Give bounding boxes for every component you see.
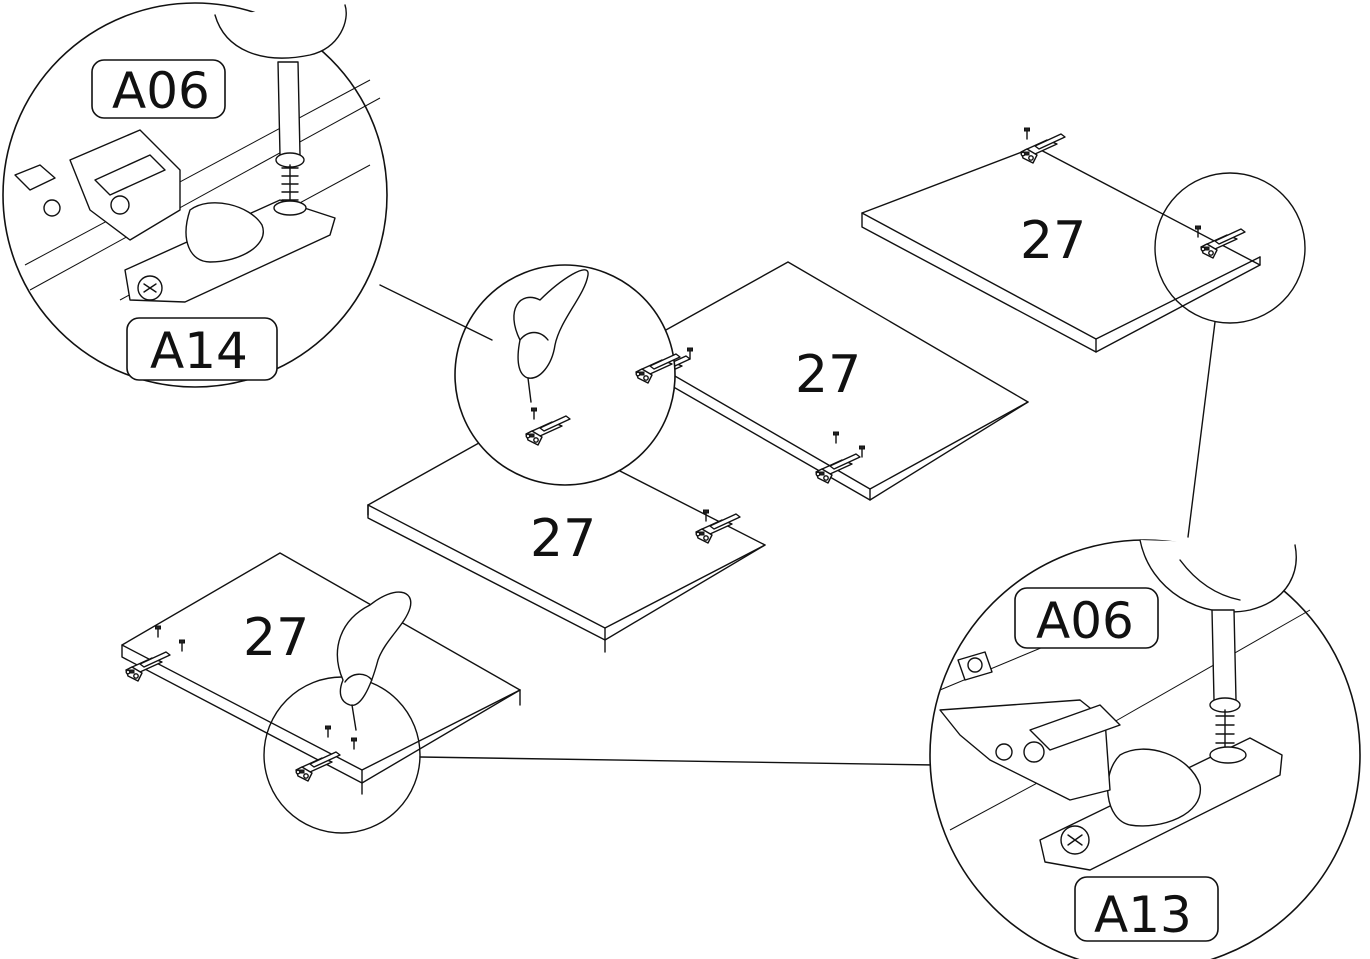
callout-circle-middle — [379, 264, 681, 486]
panel-bottom-left: 27 — [121, 552, 521, 795]
hinge-icon — [14, 129, 336, 303]
screw-icon — [154, 625, 162, 638]
screw-icon — [1023, 127, 1031, 140]
svg-text:A06: A06 — [112, 62, 210, 120]
callout-top-left: A06 A14 — [2, 2, 388, 388]
hinge-icon — [295, 751, 341, 782]
panel-number: 27 — [1020, 211, 1086, 271]
hinge-label: A13 — [1074, 876, 1219, 944]
panel-number: 27 — [243, 608, 309, 668]
screwdriver-icon — [336, 591, 412, 731]
panel-middle-right: 27 — [629, 261, 1029, 501]
screw-icon — [858, 445, 866, 458]
hinge-label: A14 — [126, 317, 278, 381]
panel-middle-left: 27 — [367, 419, 766, 653]
screw-icon — [350, 737, 358, 750]
svg-text:A13: A13 — [1094, 886, 1192, 944]
callout-circle-top-right — [1154, 172, 1306, 538]
screwdriver-icon — [1139, 539, 1297, 761]
callout-circle-bottom-left — [263, 591, 936, 834]
screwdriver-icon — [513, 269, 589, 403]
hinge-icon — [939, 651, 1283, 871]
callout-bottom-right: A06 A13 — [929, 539, 1361, 959]
screw-icon — [832, 431, 840, 444]
screwdriver-icon — [214, 4, 347, 213]
svg-text:A06: A06 — [1036, 592, 1134, 650]
panel-number: 27 — [530, 509, 596, 569]
panel-number: 27 — [795, 345, 861, 405]
svg-text:A14: A14 — [150, 322, 248, 380]
screw-icon — [324, 725, 332, 738]
panel-top-right: 27 — [861, 127, 1261, 353]
screw-icon — [178, 639, 186, 652]
screw-label: A06 — [1014, 587, 1159, 650]
screw-label: A06 — [91, 59, 226, 120]
